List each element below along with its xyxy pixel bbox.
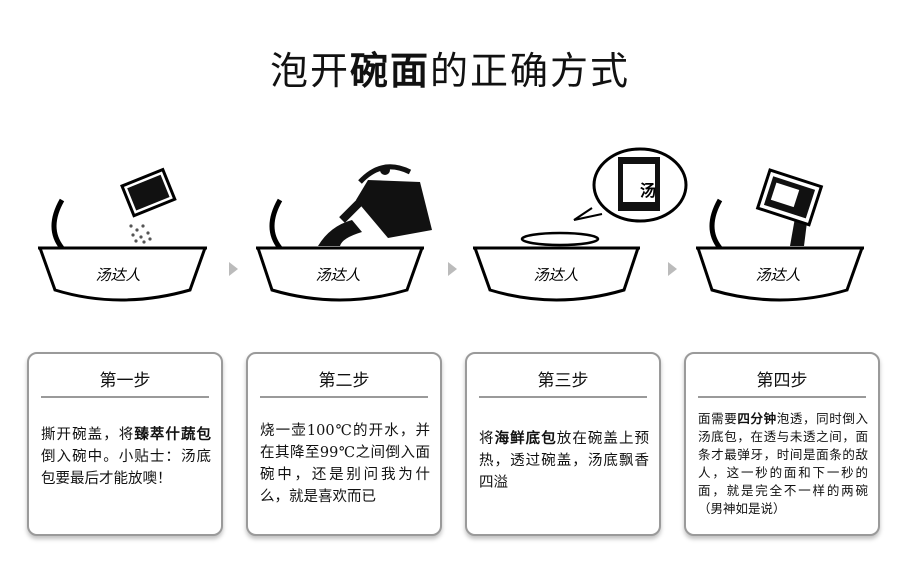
bowl-brand-4: 汤达人 [755,266,800,284]
bowl-brand-3: 汤达人 [533,266,578,284]
bowl-brand-1: 汤达人 [95,266,140,284]
divider [479,396,647,398]
step-card-4: 第四步 面需要四分钟泡透，同时倒入汤底包，在透与未透之间，面条才最弹牙，时间是面… [684,352,880,536]
packet-icon-4 [755,168,824,227]
next-arrow-icon [448,262,457,276]
step-heading: 第四步 [756,371,808,391]
step-card-3: 第三步 将海鲜底包放在碗盖上预热，透过碗盖，汤底飘香四溢 [465,352,661,536]
step-heading: 第三步 [537,371,589,391]
divider [698,396,866,398]
step-description: 面需要四分钟泡透，同时倒入汤底包，在透与未透之间，面条才最弹牙，时间是面条的敌人… [698,411,868,516]
steps-illustration: 汤达人 汤达人 汤达人 [37,147,865,302]
bowl-step-3: 汤达人 汤 [472,147,688,302]
packet-icon-1 [120,167,177,218]
bowl-step-1: 汤达人 [37,167,208,302]
bowl-step-4: 汤达人 [695,168,865,302]
step-heading: 第一步 [99,371,151,391]
step-card-2: 第二步 烧一壶100℃的开水，并在其降至99℃之间倒入面碗中，还是别问我为什么，… [246,352,442,536]
next-arrow-icon [668,262,677,276]
step-heading: 第二步 [318,371,370,391]
seasoning-particles [129,224,152,244]
step-description: 烧一壶100℃的开水，并在其降至99℃之间倒入面碗中，还是别问我为什么，就是喜欢… [260,423,430,505]
step-description: 撕开碗盖，将臻萃什蔬包倒入碗中。小贴士：汤底包要最后才能放噢！ [41,426,212,487]
next-arrow-icon [229,262,238,276]
step-description: 将海鲜底包放在碗盖上预热，透过碗盖，汤底飘香四溢 [479,430,650,491]
divider [41,396,209,398]
page-title: 泡开碗面的正确方式 [269,49,631,93]
packet-label-3: 汤 [640,181,656,200]
water-stream [318,220,362,246]
step-card-1: 第一步 撕开碗盖，将臻萃什蔬包倒入碗中。小贴士：汤底包要最后才能放噢！ [27,352,223,536]
kettle-icon [339,164,432,238]
divider [260,396,428,398]
bowl-lid [520,231,600,247]
bowl-brand-2: 汤达人 [315,266,360,284]
bowl-step-2: 汤达人 [255,164,432,302]
